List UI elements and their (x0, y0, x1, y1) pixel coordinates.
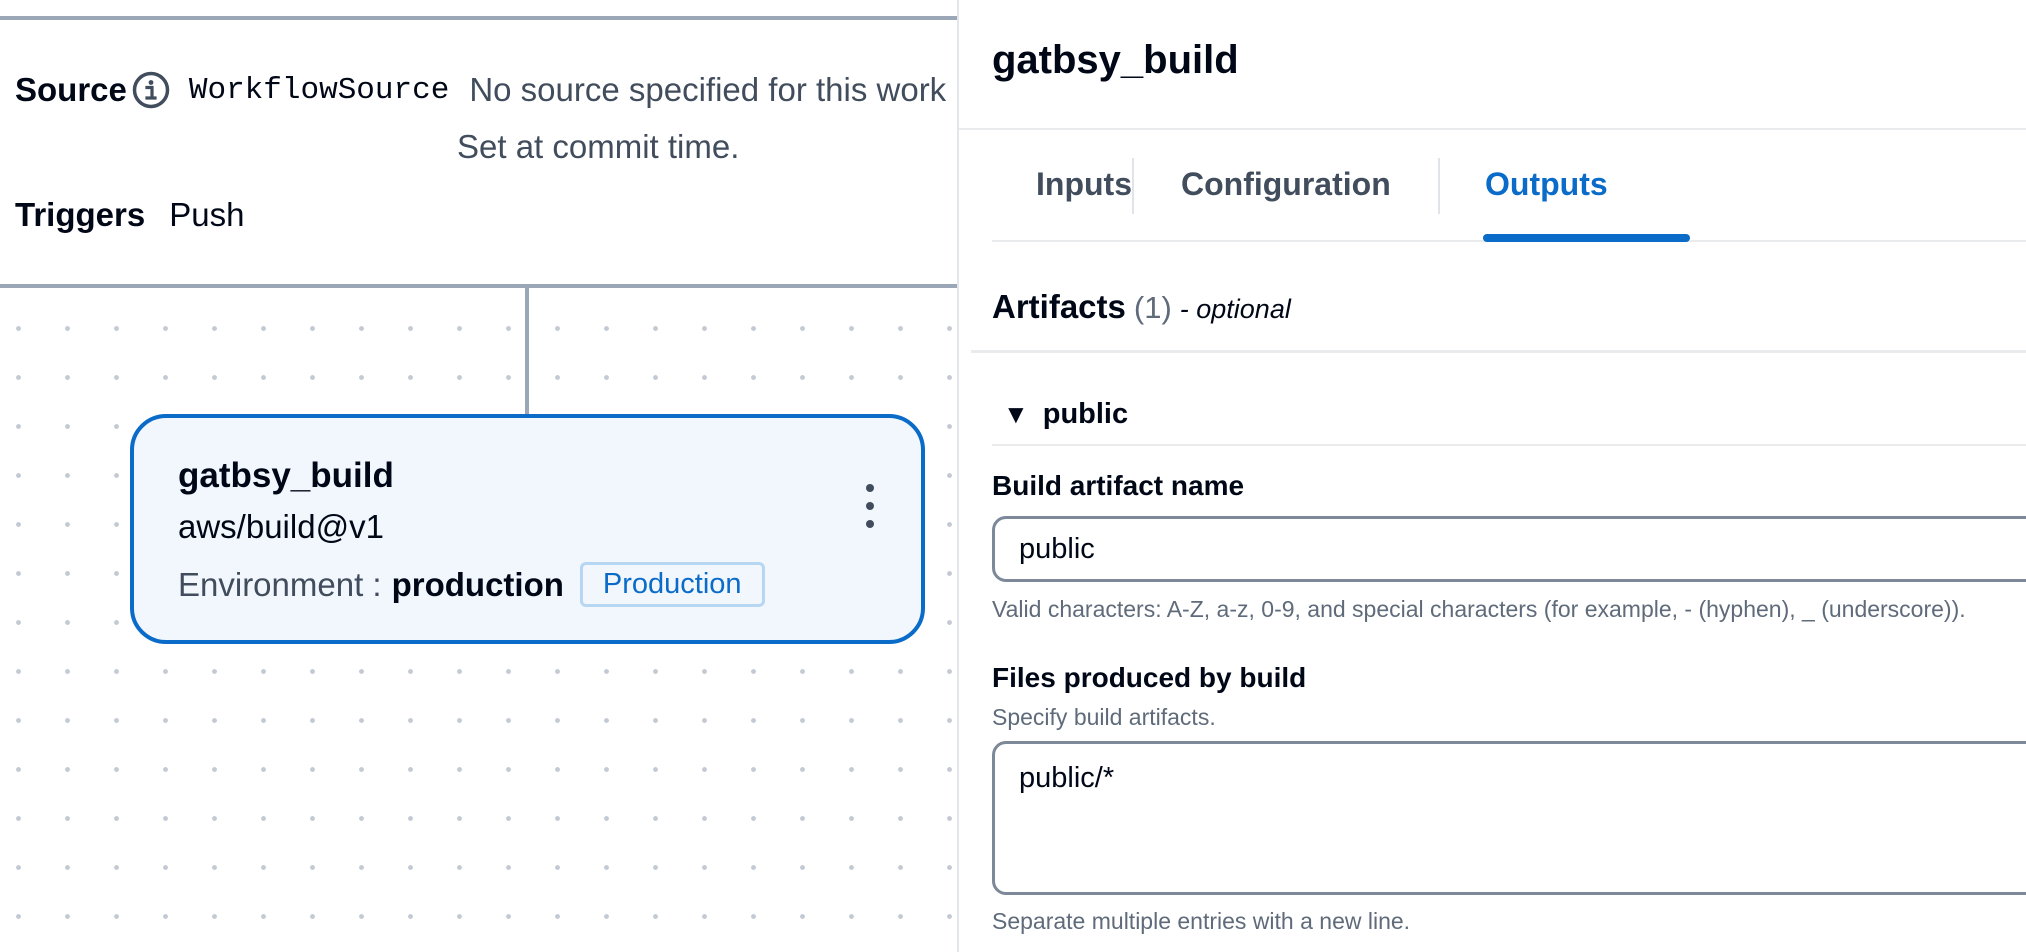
artifact-expander-label: public (1042, 398, 1129, 430)
action-config-panel: gatbsy_build Inputs Configuration Output… (957, 0, 2026, 952)
source-label: Source (15, 71, 127, 108)
source-row: Source WorkflowSource No source specifie… (15, 70, 946, 110)
triggers-value: Push (169, 196, 245, 233)
divider (959, 128, 2026, 130)
artifacts-title: Artifacts (992, 288, 1126, 325)
environment-label: Environment : (178, 565, 382, 603)
panel-title: gatbsy_build (992, 38, 1239, 82)
divider (992, 444, 2026, 446)
files-produced-hint: Separate multiple entries with a new lin… (992, 908, 1411, 934)
source-value: WorkflowSource (188, 72, 450, 108)
triggers-row: Triggers Push (15, 196, 244, 234)
caret-down-icon: ▼ (1003, 399, 1029, 429)
tab-configuration[interactable]: Configuration (1181, 166, 1391, 202)
action-identifier: aws/build@v1 (178, 508, 384, 545)
files-produced-textarea[interactable]: public/* (992, 741, 2026, 895)
tab-inputs[interactable]: Inputs (1036, 166, 1132, 202)
environment-badge: Production (579, 562, 765, 607)
active-tab-indicator (1483, 234, 1690, 242)
tab-separator (1438, 158, 1440, 214)
action-node-title: gatbsy_build (178, 456, 394, 495)
more-options-icon[interactable] (860, 484, 880, 528)
source-description: No source specified for this work (469, 71, 947, 108)
artifact-name-hint: Valid characters: A-Z, a-z, 0-9, and spe… (992, 596, 1966, 622)
info-icon[interactable] (131, 70, 171, 110)
files-produced-label: Files produced by build (992, 662, 1307, 693)
action-node[interactable]: gatbsy_build aws/build@v1 Environment : … (130, 414, 925, 644)
artifacts-heading: Artifacts (1) - optional (992, 288, 1291, 326)
node-connector (525, 288, 529, 416)
panel-tabs: Inputs Configuration Outputs (992, 158, 2026, 244)
workflow-diagram-pane: Source WorkflowSource No source specifie… (0, 0, 957, 952)
environment-row: Environment : production Production (178, 562, 765, 607)
files-produced-description: Specify build artifacts. (992, 704, 1216, 730)
divider (971, 350, 2026, 353)
artifacts-optional-label: - optional (1179, 294, 1291, 324)
source-description-line2: Set at commit time. (457, 128, 740, 165)
artifact-name-input[interactable] (992, 516, 2026, 582)
triggers-label: Triggers (15, 196, 146, 233)
tab-separator (1132, 158, 1134, 214)
artifact-name-label: Build artifact name (992, 470, 1245, 501)
section-divider (0, 16, 957, 20)
environment-value: production (391, 565, 564, 603)
tab-outputs[interactable]: Outputs (1485, 166, 1608, 202)
artifacts-count: (1) (1133, 290, 1172, 325)
artifact-expander[interactable]: ▼ public (1003, 398, 1128, 431)
section-divider (0, 284, 957, 288)
